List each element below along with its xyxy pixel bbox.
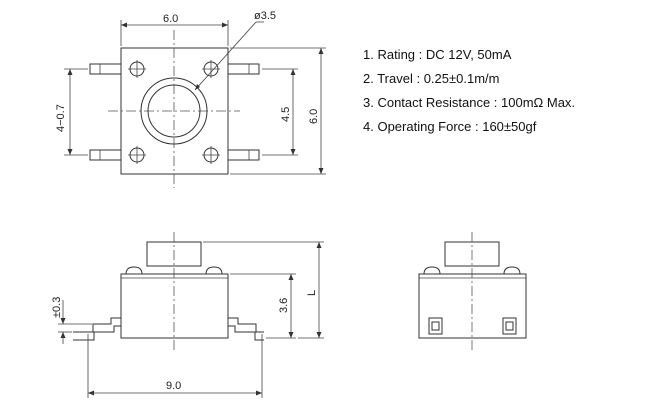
dim-label-lead-pitch: 4.5 (280, 107, 292, 122)
corner-post-bl (128, 146, 146, 164)
front-leg-right-inner (228, 325, 264, 341)
dim-label-body-height-side: 3.6 (278, 298, 290, 313)
side-bump-right (503, 266, 521, 275)
front-leg-left (73, 317, 121, 333)
actuator-top (140, 77, 208, 145)
corner-post-br (202, 146, 220, 164)
terminal-bottom-left (89, 149, 122, 161)
dim-lead-offset (58, 300, 92, 344)
dim-total-height (203, 241, 324, 339)
dim-lead-pitch-left (64, 68, 88, 156)
dim-label-total-height: L (306, 290, 318, 296)
corner-post-tl (128, 60, 146, 78)
dim-top-width (120, 20, 229, 46)
dim-label-body-height-top: 6.0 (308, 109, 320, 124)
terminal-top-left (89, 63, 122, 75)
corner-post-tr (202, 60, 220, 78)
side-terminal-left-inner (431, 321, 440, 331)
front-bump-left (125, 266, 143, 275)
side-actuator (444, 241, 500, 267)
dim-label-actuator-diameter: ø3.5 (254, 10, 276, 22)
dim-label-lead-offset: ±0.3 (51, 297, 63, 318)
side-terminal-right (502, 317, 517, 335)
dim-label-lead-pitch-left: 4−0.7 (55, 104, 67, 132)
spec-rating: 1. Rating : DC 12V, 50mA (363, 47, 512, 62)
front-leg-right (228, 317, 264, 333)
dim-lead-span (87, 334, 263, 398)
terminal-top-right (227, 63, 260, 75)
front-body (120, 273, 229, 339)
front-actuator (146, 241, 202, 267)
side-terminal-left (428, 317, 443, 335)
front-bump-right (205, 266, 223, 275)
spec-travel: 2. Travel : 0.25±0.1m/m (363, 71, 500, 86)
dim-label-lead-span: 9.0 (166, 380, 181, 392)
top-view: 6.0 ø3.5 4−0.7 4.5 (55, 10, 326, 188)
dim-body-height-side (230, 273, 296, 339)
side-body (418, 273, 527, 339)
spec-operating-force: 4. Operating Force : 160±50gf (363, 119, 537, 134)
dim-actuator-diameter (194, 21, 264, 91)
terminal-bottom-right (227, 149, 260, 161)
front-leg-left-inner (73, 325, 121, 341)
spec-contact-resistance: 3. Contact Resistance : 100mΩ Max. (363, 95, 576, 110)
dim-body-height-top (230, 47, 326, 175)
dim-label-top-width: 6.0 (163, 13, 178, 25)
front-view: ±0.3 3.6 L 9.0 (51, 232, 324, 398)
side-bump-left (423, 266, 441, 275)
dim-lead-pitch (262, 68, 298, 156)
side-terminal-right-inner (505, 321, 514, 331)
side-view (418, 232, 527, 350)
